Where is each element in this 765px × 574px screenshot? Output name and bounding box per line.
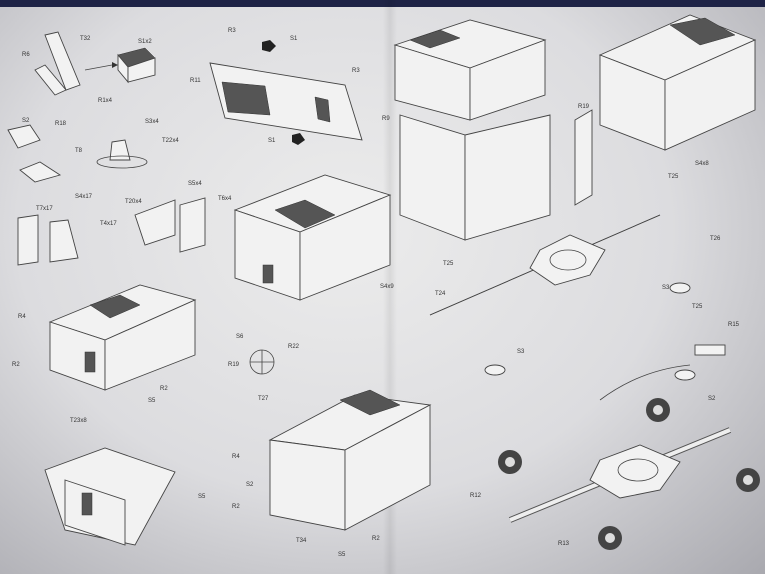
small-parts (7, 124, 206, 266)
label-s1x2: S1x2 (138, 39, 152, 45)
box-left (48, 284, 197, 391)
label-s5: S5 (198, 494, 206, 500)
label-t6x4: T6x4 (218, 196, 232, 202)
label-s3: S3 (517, 349, 525, 355)
label-s5: S5 (148, 398, 156, 404)
label-t25: T25 (443, 261, 454, 267)
radiator-part (117, 47, 156, 84)
label-r4: R4 (18, 314, 26, 320)
label-r11: R11 (190, 78, 201, 84)
wheel-s6 (249, 349, 275, 375)
label-r13: R13 (558, 541, 570, 547)
label-t25: T25 (668, 174, 679, 180)
label-r2: R2 (372, 536, 380, 542)
label-t23x8: T23x8 (70, 418, 87, 424)
label-r19: R19 (228, 362, 240, 368)
base-panel-r11 (209, 40, 363, 145)
label-r19: R19 (578, 104, 590, 110)
label-r22: R22 (288, 344, 300, 350)
label-t26: T26 (710, 236, 721, 242)
label-s1: S1 (268, 138, 276, 144)
label-t24: T24 (435, 291, 446, 297)
label-t20x4: T20x4 (125, 199, 142, 205)
label-r3: R3 (352, 68, 360, 74)
label-r1x4: R1x4 (98, 98, 113, 104)
label-s2: S2 (708, 396, 716, 402)
label-s1: S1 (290, 36, 298, 42)
label-s2: S2 (246, 482, 254, 488)
label-r3: R3 (228, 28, 236, 34)
chassis-lower (498, 398, 760, 550)
big-box-assembly (393, 19, 593, 241)
label-r2: R2 (232, 504, 240, 510)
label-t27: T27 (258, 396, 269, 402)
label-r4: R4 (232, 454, 240, 460)
label-r6: R6 (22, 52, 30, 58)
label-r2: R2 (12, 362, 20, 368)
label-s5x4: S5x4 (188, 181, 202, 187)
box-middle (233, 174, 392, 301)
box-top-right (598, 14, 757, 151)
label-r9: R9 (382, 116, 390, 122)
label-s4x9: S4x9 (380, 284, 394, 290)
label-t7x17: T7x17 (36, 206, 53, 212)
label-r15: R15 (728, 322, 740, 328)
label-s3x4: S3x4 (145, 119, 159, 125)
top-edge-band (0, 0, 765, 7)
label-s4x17: S4x17 (75, 194, 93, 200)
chassis-upper (429, 214, 726, 401)
label-s3: S3 (662, 285, 670, 291)
bracket-part (34, 31, 118, 96)
label-s2: S2 (22, 118, 30, 124)
box-bottom-left (44, 447, 176, 546)
label-s4x8: S4x8 (695, 161, 709, 167)
label-r12: R12 (470, 493, 482, 499)
label-t22x4: T22x4 (162, 138, 179, 144)
box-bottom-center (268, 389, 432, 531)
label-t4x17: T4x17 (100, 221, 117, 227)
label-r18: R18 (55, 121, 67, 127)
label-s5: S5 (338, 552, 346, 558)
label-r2: R2 (160, 386, 168, 392)
label-s6: S6 (236, 334, 244, 340)
label-t34: T34 (296, 538, 307, 544)
label-t8: T8 (75, 148, 83, 154)
label-t32: T32 (80, 36, 91, 42)
label-t25: T25 (692, 304, 703, 310)
